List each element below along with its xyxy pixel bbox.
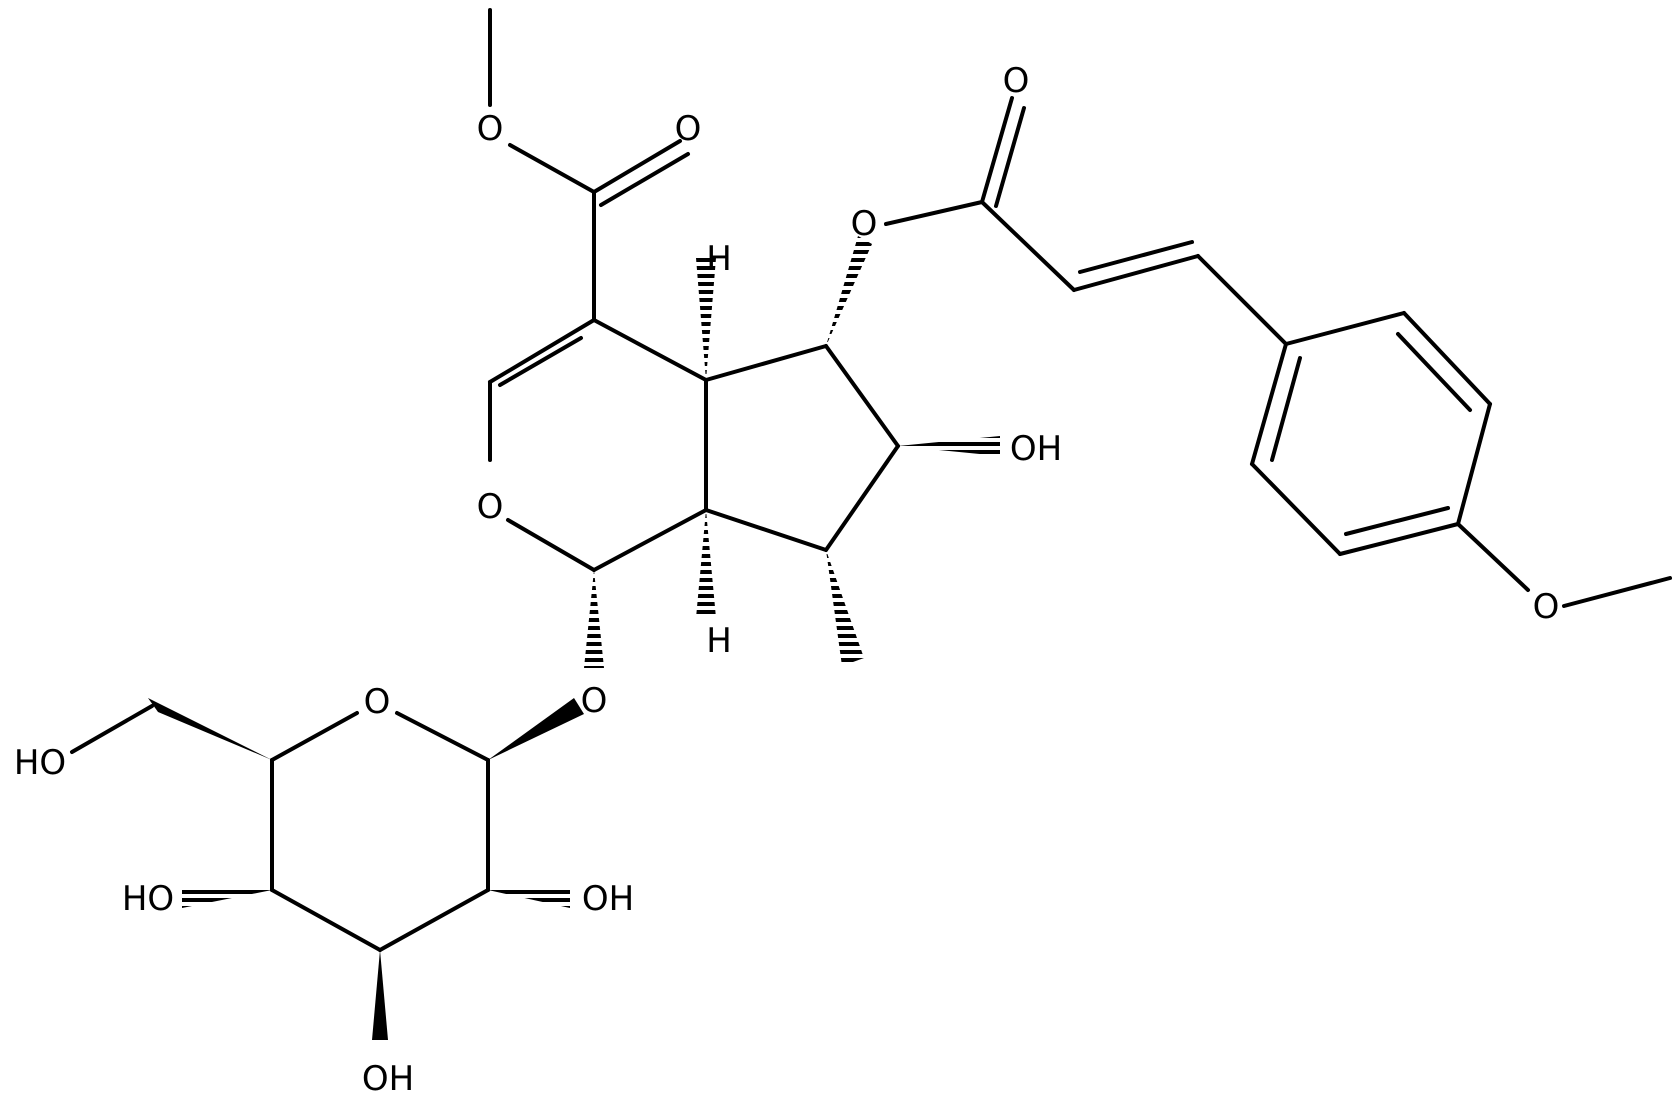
bond-c4a-c5: [704, 344, 828, 382]
atom-labels: O O O O O O O O OH HO HO OH OH H H: [14, 61, 1560, 1099]
hash-lower-h: [696, 510, 716, 618]
bond-ar-6-double: [1270, 356, 1302, 462]
bond-aryl-methyl: [1562, 576, 1672, 608]
label-glycosidic-o: O: [581, 681, 608, 721]
bond-ar-4: [1338, 522, 1460, 556]
label-h-lower: H: [706, 621, 732, 661]
bond-ar-5: [1250, 462, 1342, 556]
bond-ar-1: [1284, 311, 1406, 346]
bond-c1-c7a: [592, 508, 708, 572]
label-hydroxyl-c3: OH: [362, 1059, 414, 1096]
label-ester-carbonyl-o: O: [675, 109, 702, 149]
hash-sugar-c2-oh: [488, 886, 570, 908]
bond-c7-c7a: [704, 508, 828, 552]
bond-sugar-c1-o5: [395, 711, 490, 762]
bond-ar-2: [1402, 311, 1492, 406]
hash-c6-oh: [898, 436, 1000, 456]
label-acyl-ester-o: O: [851, 204, 878, 244]
bond-alkene-1: [1072, 254, 1200, 292]
label-ester-methoxy-o: O: [477, 109, 504, 149]
bond-acyl-o-c: [884, 200, 984, 226]
label-acyl-carbonyl-o: O: [1003, 61, 1030, 101]
bond-c4a-c4: [592, 318, 708, 382]
wedge-sugar-c5-ch2: [148, 698, 272, 760]
bond-acyl-carbonyl-1: [980, 96, 1014, 204]
bond-sugar-c3-c2: [378, 888, 490, 952]
wedge-sugar-c3-oh: [372, 950, 388, 1040]
label-hydroxyl-ch2oh: HO: [14, 743, 66, 783]
hashed-bonds: [182, 236, 1000, 908]
bond-acyl-alpha: [980, 200, 1076, 292]
bond-ester-o-c: [508, 143, 596, 194]
bond-ar-6: [1250, 342, 1288, 466]
bond-ch2-oh: [70, 704, 154, 754]
label-hydroxyl-c6: OH: [1010, 429, 1062, 469]
bond-acyl-carbonyl-2: [994, 106, 1026, 208]
label-h-upper: H: [706, 239, 732, 279]
bond-lines: [70, 8, 1672, 952]
bond-o-c1: [506, 518, 596, 572]
wedge-bonds: [148, 698, 584, 1040]
label-hydroxyl-c2: OH: [582, 879, 634, 919]
bond-sugar-c4-c3: [270, 888, 382, 952]
bond-ar-4-double: [1344, 506, 1450, 536]
label-aryl-methoxy-o: O: [1533, 587, 1560, 627]
bond-ar-3: [1456, 402, 1492, 526]
bond-sugar-o5-c5: [270, 711, 359, 762]
bond-ar-2-double: [1396, 332, 1472, 412]
hash-sugar-c4-oh: [182, 886, 272, 908]
bond-alkene-2: [1078, 240, 1194, 274]
hash-c7-methyl: [826, 550, 864, 666]
label-hydroxyl-c4: HO: [122, 879, 174, 919]
wedge-sugar-c1-o: [488, 698, 584, 760]
hash-c5-o: [826, 236, 872, 346]
bond-ester-carbonyl-2: [599, 152, 690, 207]
hash-upper-h: [696, 258, 716, 380]
bond-ar-to-omethyl: [1456, 522, 1530, 592]
bond-alkene-to-aryl: [1196, 254, 1288, 346]
label-sugar-ring-o: O: [364, 682, 391, 722]
bond-c5-c6: [824, 344, 900, 448]
label-ring-o: O: [477, 487, 504, 527]
bond-c4-c3-double: [498, 336, 583, 387]
bond-c6-c7: [824, 444, 900, 552]
bond-ester-carbonyl-1: [592, 139, 682, 194]
bond-c4-c3: [488, 318, 596, 384]
hash-c1-o: [584, 570, 604, 668]
